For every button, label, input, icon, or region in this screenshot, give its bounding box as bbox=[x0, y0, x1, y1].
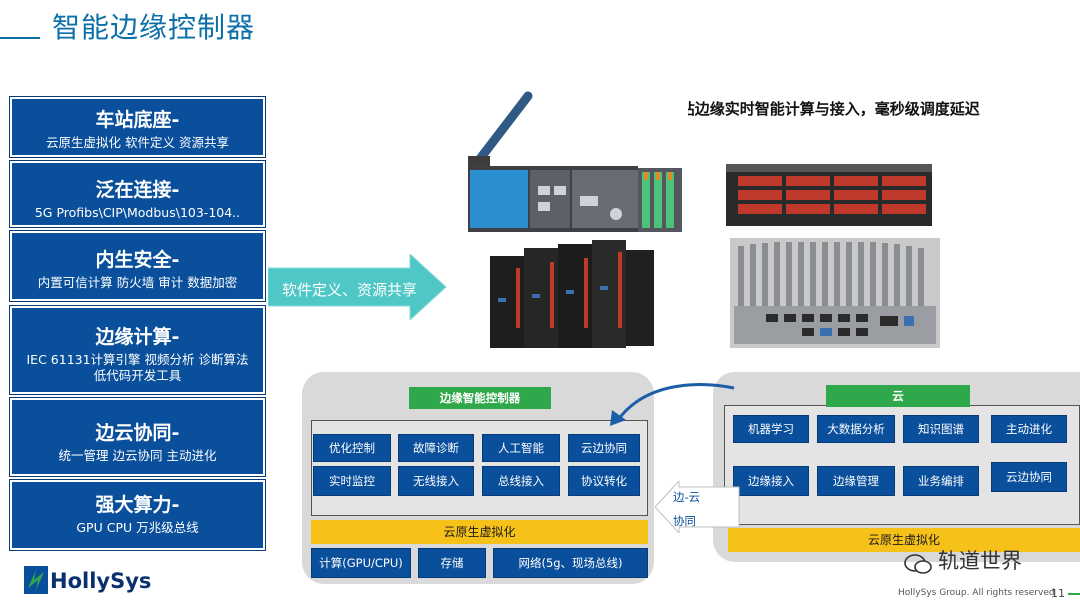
edge-func-bus: 总线接入 bbox=[482, 466, 560, 496]
feature-card-security: 内生安全- 内置可信计算 防火墙 审计 数据加密 bbox=[9, 230, 266, 302]
cloud-func-ml: 机器学习 bbox=[733, 415, 809, 443]
edge-cloud-label-1: 边-云 bbox=[673, 490, 701, 504]
edge-func-ai: 人工智能 bbox=[482, 434, 560, 462]
cloud-func-edge-manage: 边缘管理 bbox=[817, 466, 895, 496]
cloud-func-edge-access: 边缘接入 bbox=[733, 466, 809, 496]
cloud-func-cloud-edge: 云边协同 bbox=[991, 462, 1067, 492]
hollysys-logo-text: HollySys bbox=[50, 569, 152, 593]
feature-title: 边云协同- bbox=[95, 422, 180, 444]
feature-card-edge-cloud: 边云协同- 统一管理 边云协同 主动进化 bbox=[9, 397, 266, 477]
controller-device-image bbox=[458, 86, 688, 236]
edge-cloud-label-2: 协同 bbox=[673, 514, 696, 528]
edge-res-network: 网络(5g、现场总线) bbox=[493, 548, 648, 578]
feature-desc: IEC 61131计算引擎 视频分析 诊断算法 bbox=[26, 352, 249, 367]
cloud-virtualization-bar: 云原生虚拟化 bbox=[728, 528, 1080, 552]
page-number: 11 bbox=[1051, 587, 1065, 600]
edge-box-image bbox=[730, 238, 940, 348]
cloud-func-evolve: 主动进化 bbox=[991, 415, 1067, 443]
feature-title: 泛在连接- bbox=[95, 179, 180, 201]
edge-func-cloud-edge: 云边协同 bbox=[568, 434, 640, 462]
footer-accent-line bbox=[1068, 593, 1080, 595]
cloud-func-knowledge: 知识图谱 bbox=[903, 415, 979, 443]
header-accent-line bbox=[0, 37, 40, 39]
chassis-device-image bbox=[484, 238, 658, 350]
watermark-text: 轨道世界 bbox=[938, 549, 1022, 573]
edge-func-optimize: 优化控制 bbox=[313, 434, 391, 462]
feature-title: 内生安全- bbox=[95, 249, 180, 271]
edge-func-monitor: 实时监控 bbox=[313, 466, 391, 496]
feature-title: 车站底座- bbox=[95, 109, 180, 131]
feature-desc: 5G Profibs\CIP\Modbus\103-104.. bbox=[34, 205, 241, 220]
left-arrow-icon bbox=[655, 481, 740, 533]
curved-arrow-icon bbox=[610, 383, 735, 426]
feature-title: 强大算力- bbox=[95, 494, 180, 516]
footer-copyright: HollySys Group. All rights reserved bbox=[898, 588, 1055, 598]
cloud-func-bigdata: 大数据分析 bbox=[817, 415, 895, 443]
edge-controller-title: 边缘智能控制器 bbox=[409, 387, 551, 409]
feature-desc: GPU CPU 万兆级总线 bbox=[76, 520, 199, 535]
feature-desc: 内置可信计算 防火墙 审计 数据加密 bbox=[37, 275, 238, 290]
cloud-title: 云 bbox=[826, 385, 970, 407]
cloud-func-orchestrate: 业务编排 bbox=[903, 466, 979, 496]
edge-res-compute: 计算(GPU/CPU) bbox=[311, 548, 411, 578]
edge-func-protocol: 协议转化 bbox=[568, 466, 640, 496]
feature-desc-2: 低代码开发工具 bbox=[93, 368, 182, 383]
feature-desc: 云原生虚拟化 软件定义 资源共享 bbox=[46, 135, 229, 150]
wechat-icon bbox=[904, 554, 932, 574]
edge-res-storage: 存储 bbox=[418, 548, 486, 578]
feature-card-connectivity: 泛在连接- 5G Profibs\CIP\Modbus\103-104.. bbox=[9, 160, 266, 228]
feature-title: 边缘计算- bbox=[95, 326, 180, 348]
rack-server-image bbox=[724, 162, 934, 230]
feature-card-edge-computing: 边缘计算- IEC 61131计算引擎 视频分析 诊断算法 低代码开发工具 bbox=[9, 305, 266, 395]
arrow-right-icon bbox=[268, 254, 447, 320]
feature-desc: 统一管理 边云协同 主动进化 bbox=[58, 448, 217, 463]
feature-card-station-base: 车站底座- 云原生虚拟化 软件定义 资源共享 bbox=[9, 96, 266, 158]
edge-virtualization-bar: 云原生虚拟化 bbox=[311, 520, 648, 544]
hollysys-logo-icon bbox=[24, 566, 48, 594]
arrow-label: 软件定义、资源共享 bbox=[282, 281, 418, 299]
page-title: 智能边缘控制器 bbox=[52, 11, 256, 44]
feature-card-compute: 强大算力- GPU CPU 万兆级总线 bbox=[9, 479, 266, 551]
edge-func-diagnosis: 故障诊断 bbox=[398, 434, 474, 462]
edge-func-wireless: 无线接入 bbox=[398, 466, 474, 496]
